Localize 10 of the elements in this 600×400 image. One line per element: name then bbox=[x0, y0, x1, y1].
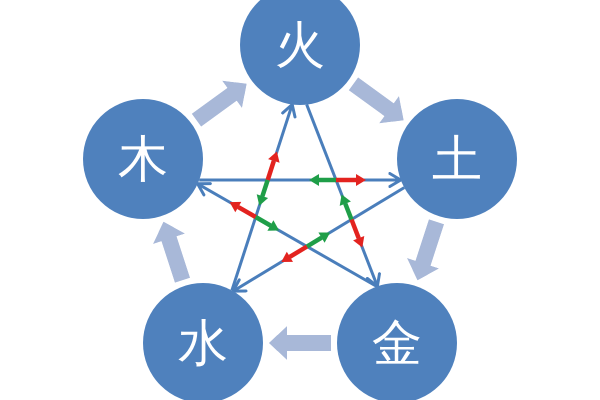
block-arrow bbox=[269, 326, 331, 360]
element-circle: 水 bbox=[143, 283, 263, 400]
element-circle: 木 bbox=[83, 99, 203, 219]
block-arrow bbox=[192, 80, 247, 127]
element-circle: 火 bbox=[240, 0, 360, 105]
element-circle: 土 bbox=[397, 99, 517, 219]
block-arrow bbox=[348, 77, 404, 124]
block-arrow bbox=[406, 219, 444, 280]
block-arrow bbox=[152, 222, 190, 283]
element-circle: 金 bbox=[337, 283, 457, 400]
